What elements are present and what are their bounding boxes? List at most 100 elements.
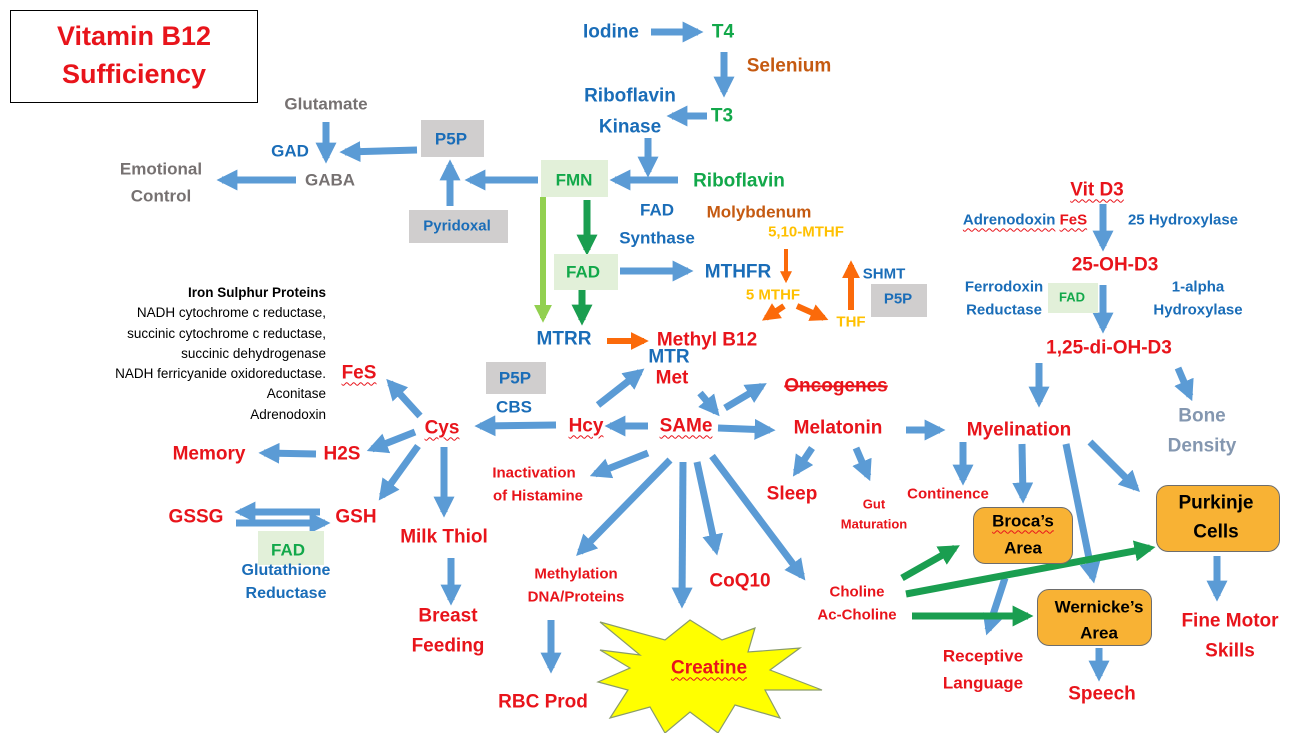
t3-label: T3 xyxy=(710,105,734,127)
iron-sulphur-item: succinic dehydrogenase xyxy=(181,345,326,361)
purkinje-box xyxy=(1156,485,1280,552)
title-box: Vitamin B12 Sufficiency xyxy=(10,10,258,103)
mtrr-label: MTRR xyxy=(536,328,592,350)
speech-label: Speech xyxy=(1068,683,1136,705)
adrenodoxin-label: Adrenodoxin xyxy=(962,211,1056,229)
arrow-met-same xyxy=(697,390,720,417)
riboflavin-label: Riboflavin xyxy=(693,170,785,192)
fmn-label: FMN xyxy=(555,170,593,190)
fad-label: FAD xyxy=(566,262,600,282)
arrow-broca-receptive xyxy=(982,576,1009,636)
receptive-language-label-2: Language xyxy=(942,673,1024,693)
arrow-h2s-memory xyxy=(258,442,317,464)
fes-label: FeS xyxy=(341,362,377,384)
riboflavin-kinase-label-2: Kinase xyxy=(598,116,662,138)
receptive-language-label-1: Receptive xyxy=(942,646,1024,666)
arrow-same-methylation xyxy=(576,457,673,557)
arrow-myelination-wernicke xyxy=(1062,443,1101,584)
iron-sulphur-item: succinic cytochrome c reductase, xyxy=(127,325,326,341)
arrow-hcy-cys xyxy=(474,415,557,437)
hydroxylase-25-label: 25 Hydroxylase xyxy=(1127,211,1239,229)
molybdenum-label: Molybdenum xyxy=(706,202,812,222)
fine-motor-skills-label-2: Skills xyxy=(1205,640,1255,662)
p5p-label-gaba: P5P xyxy=(434,129,468,149)
methyl-b12-label: Methyl B12 xyxy=(656,329,758,351)
coq10-label: CoQ10 xyxy=(709,570,771,592)
methylation-label-1: Methylation xyxy=(534,565,618,583)
memory-label: Memory xyxy=(172,443,246,465)
broca-box xyxy=(973,507,1073,564)
arrow-same-choline xyxy=(709,453,806,581)
arrow-5mthf-methylb12 xyxy=(762,303,786,321)
p5p-box-cbs xyxy=(486,362,546,394)
arrow-melatonin-gut xyxy=(852,446,872,482)
broca-label-1: Broca’s xyxy=(992,511,1054,531)
selenium-label: Selenium xyxy=(746,55,832,77)
iron-sulphur-item: Aconitase xyxy=(266,386,326,402)
arrow-cys-gsh xyxy=(378,443,421,501)
emotional-control-label-1: Emotional xyxy=(119,159,203,179)
gsh-label: GSH xyxy=(335,506,377,528)
shmt-label: SHMT xyxy=(862,265,906,283)
glutamate-label: Glutamate xyxy=(284,94,368,114)
125-di-oh-d3-label: 1,25-di-OH-D3 xyxy=(1046,337,1172,359)
arrow-dioh-bone xyxy=(1174,366,1194,402)
glutathione-reductase-label-1: Glutathione xyxy=(241,562,331,580)
bone-density-label-1: Bone xyxy=(1178,405,1226,427)
iron-sulphur-heading: Iron Sulphur Proteins xyxy=(187,285,326,300)
bone-density-label-2: Density xyxy=(1167,435,1237,457)
5-mthf-label: 5 MTHF xyxy=(745,286,801,304)
arrow-same-creatine xyxy=(671,461,693,609)
same-label: SAMe xyxy=(659,415,713,437)
mthfr-label: MTHFR xyxy=(704,261,772,283)
title-line-1: Vitamin B12 xyxy=(56,21,212,51)
milk-thiol-label: Milk Thiol xyxy=(400,526,488,548)
arrow-hcy-met xyxy=(595,368,645,408)
glutathione-reductase-label-2: Reductase xyxy=(245,585,327,603)
p5p-label-cbs: P5P xyxy=(498,368,532,388)
pyridoxal-box xyxy=(409,210,508,243)
fad-box-vitd xyxy=(1048,283,1098,313)
arrow-5mthf-thf xyxy=(795,303,829,321)
arrow-same-histamine xyxy=(589,449,650,479)
riboflavin-kinase-label-1: Riboflavin xyxy=(584,85,676,107)
gad-label: GAD xyxy=(271,141,309,161)
pyridoxal-label: Pyridoxal xyxy=(423,217,491,235)
fad-synthase-label-1: FAD xyxy=(640,200,674,220)
continence-label: Continence xyxy=(907,485,989,503)
iron-sulphur-item: Adrenodoxin xyxy=(250,406,326,422)
p5p-label-shmt: P5P xyxy=(883,290,913,308)
p5p-box-gaba xyxy=(421,120,484,157)
p5p-box-shmt xyxy=(871,284,927,317)
breast-feeding-label-1: Breast xyxy=(418,605,478,627)
ac-choline-label: Ac-Choline xyxy=(817,606,897,624)
iodine-label: Iodine xyxy=(583,21,639,43)
title-line-2: Sufficiency xyxy=(61,59,207,89)
fmn-box xyxy=(541,160,608,197)
arrow-same-oncogenes xyxy=(723,382,767,412)
fad-label-gr: FAD xyxy=(271,540,305,560)
vitd3-label: Vit D3 xyxy=(1070,179,1124,201)
t4-label: T4 xyxy=(711,21,735,43)
arrow-choline-broca xyxy=(900,544,960,582)
melatonin-label: Melatonin xyxy=(793,417,883,439)
thf-label: THF xyxy=(836,313,866,331)
arrow-cys-h2s xyxy=(366,428,417,454)
wernicke-box xyxy=(1037,589,1152,646)
hcy-label: Hcy xyxy=(568,415,604,437)
510-mthf-label: 5,10-MTHF xyxy=(768,223,844,241)
fad-synthase-label-2: Synthase xyxy=(619,228,695,248)
fad-label-vitd: FAD xyxy=(1059,289,1085,305)
creatine-label: Creatine xyxy=(670,657,748,679)
1-alpha-hydroxylase-label-1: 1-alpha xyxy=(1171,278,1225,296)
creatine-burst xyxy=(596,619,823,733)
met-label: Met xyxy=(655,367,689,389)
arrow-p5p-gad xyxy=(339,141,418,163)
gaba-label: GABA xyxy=(304,170,356,190)
fes-label-vitd: FeS xyxy=(1059,211,1088,229)
wernicke-label-2: Area xyxy=(1080,623,1118,643)
breast-feeding-label-2: Feeding xyxy=(411,635,485,657)
iron-sulphur-item: NADH ferricyanide oxidoreductase. xyxy=(115,366,326,382)
